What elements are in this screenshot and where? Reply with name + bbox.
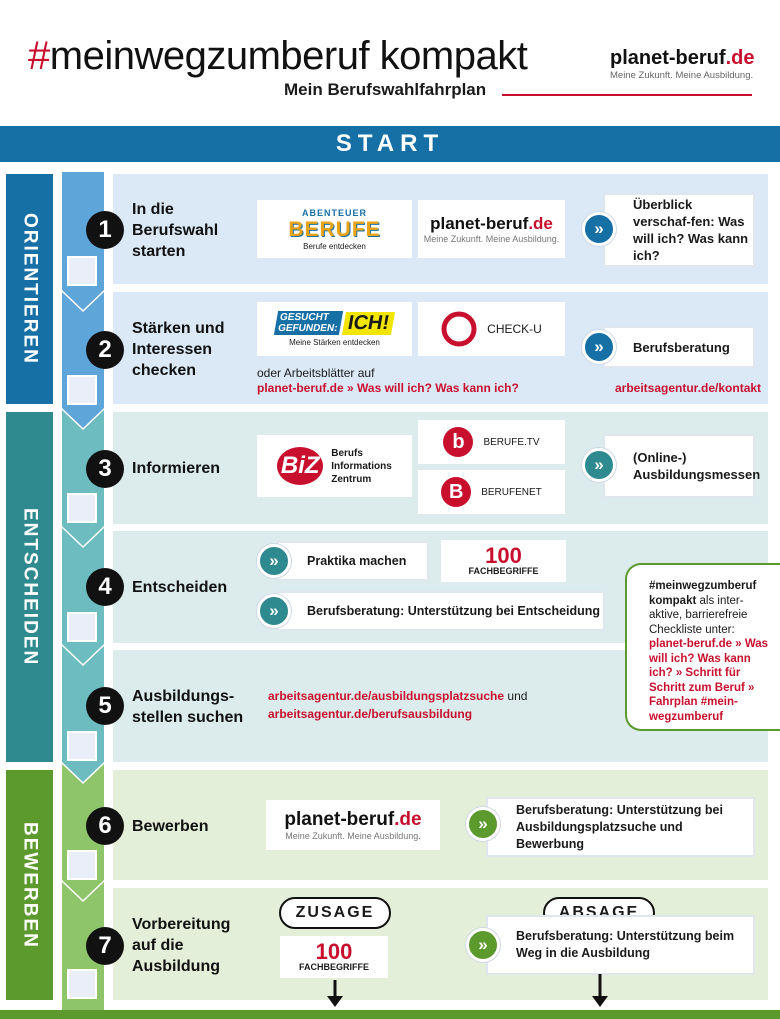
step-5-label: Ausbildungs-stellen suchen [132, 688, 244, 726]
hundert-fachbegriffe-logo[interactable]: 100 FACHBEGRIFFE [441, 540, 566, 582]
step-4-checkbox[interactable] [67, 612, 97, 642]
start-banner: START [0, 126, 780, 162]
chevron-right-icon: » [466, 928, 500, 962]
bottom-bar [0, 1010, 780, 1019]
check-u-logo[interactable]: CHECK-U [418, 302, 565, 356]
logo-tagline: Meine Zukunft. Meine Ausbildung. [610, 70, 754, 81]
planet-beruf-logo[interactable]: planet-beruf.de Meine Zukunft. Meine Aus… [418, 200, 565, 258]
praktika-box: Praktika machen [277, 541, 429, 581]
planet-beruf-logo[interactable]: planet-beruf.de [610, 47, 755, 69]
step-5-link-2[interactable]: arbeitsagentur.de/berufsausbildung [268, 707, 473, 721]
step-6-checkbox[interactable] [67, 850, 97, 880]
step-5-checkbox[interactable] [67, 731, 97, 761]
arrow-down-icon [327, 980, 343, 1007]
planet-beruf-logo[interactable]: planet-beruf.de Meine Zukunft. Meine Aus… [266, 800, 440, 850]
step-6-number: 6 [86, 807, 124, 845]
step-4-number: 4 [86, 568, 124, 606]
berufsberatung-entscheidung-box: Berufsberatung: Unterstützung bei Entsch… [277, 591, 605, 631]
chevron-right-icon: » [582, 212, 616, 246]
page-subtitle: Mein Berufswahlfahrplan [284, 80, 487, 99]
step-2-checkbox[interactable] [67, 375, 97, 405]
divider [502, 94, 752, 96]
abenteuer-berufe-logo[interactable]: ABENTEUER BERUFE Berufe entdecken [257, 200, 412, 258]
step-7-number: 7 [86, 927, 124, 965]
arrow-down-icon [592, 974, 608, 1007]
chevron-right-icon: » [582, 330, 616, 364]
step-2-note: oder Arbeitsblätter auf [257, 366, 375, 380]
step-2-info-box: Berufsberatung [603, 326, 755, 368]
step-7-info-box: Berufsberatung: Unterstützung beim Weg i… [486, 915, 755, 975]
step-4-label: Entscheiden [132, 579, 228, 596]
zusage-pill: ZUSAGE [279, 897, 391, 929]
chevron-right-icon: » [257, 544, 291, 578]
step-5-number: 5 [86, 687, 124, 725]
step-5-links: arbeitsagentur.de/ausbildungsplatzsuche … [268, 689, 528, 703]
step-1-info-box: Überblick verschaf-fen: Was will ich? Wa… [603, 193, 755, 267]
check-u-icon [441, 311, 477, 347]
chevron-right-icon: » [257, 594, 291, 628]
phase-orientieren: ORIENTIEREN [6, 174, 53, 404]
chevron-right-icon: » [582, 448, 616, 482]
step-3-label: Informieren [132, 460, 221, 477]
step-2-info-link[interactable]: arbeitsagentur.de/kontakt [615, 381, 762, 395]
step-3-info-box: (Online-) Ausbildungsmessen [603, 434, 760, 498]
step-1-checkbox[interactable] [67, 256, 97, 286]
chevron-right-icon: » [466, 807, 500, 841]
berufe-tv-logo[interactable]: b BERUFE.TV [418, 420, 565, 464]
checklist-info-box: #meinwegzumberuf kompakt als inter-aktiv… [625, 563, 780, 731]
step-7-checkbox[interactable] [67, 969, 97, 999]
step-6-info-box: Berufsberatung: Unterstützung bei Ausbil… [486, 797, 755, 857]
step-3-number: 3 [86, 450, 124, 488]
step-2-number: 2 [86, 331, 124, 369]
phase-bewerben: BEWERBEN [6, 770, 53, 1000]
berufenet-logo[interactable]: B BERUFENET [418, 470, 565, 514]
phase-entscheiden: ENTSCHEIDEN [6, 412, 53, 762]
step-1-number: 1 [86, 211, 124, 249]
step-2-note-link[interactable]: planet-beruf.de » Was will ich? Was kann… [257, 381, 519, 395]
step-6-label: Bewerben [132, 818, 209, 835]
hundert-fachbegriffe-logo[interactable]: 100 FACHBEGRIFFE [280, 936, 388, 978]
page-title: #meinwegzumberuf kompakt [28, 34, 528, 78]
step-3-checkbox[interactable] [67, 493, 97, 523]
